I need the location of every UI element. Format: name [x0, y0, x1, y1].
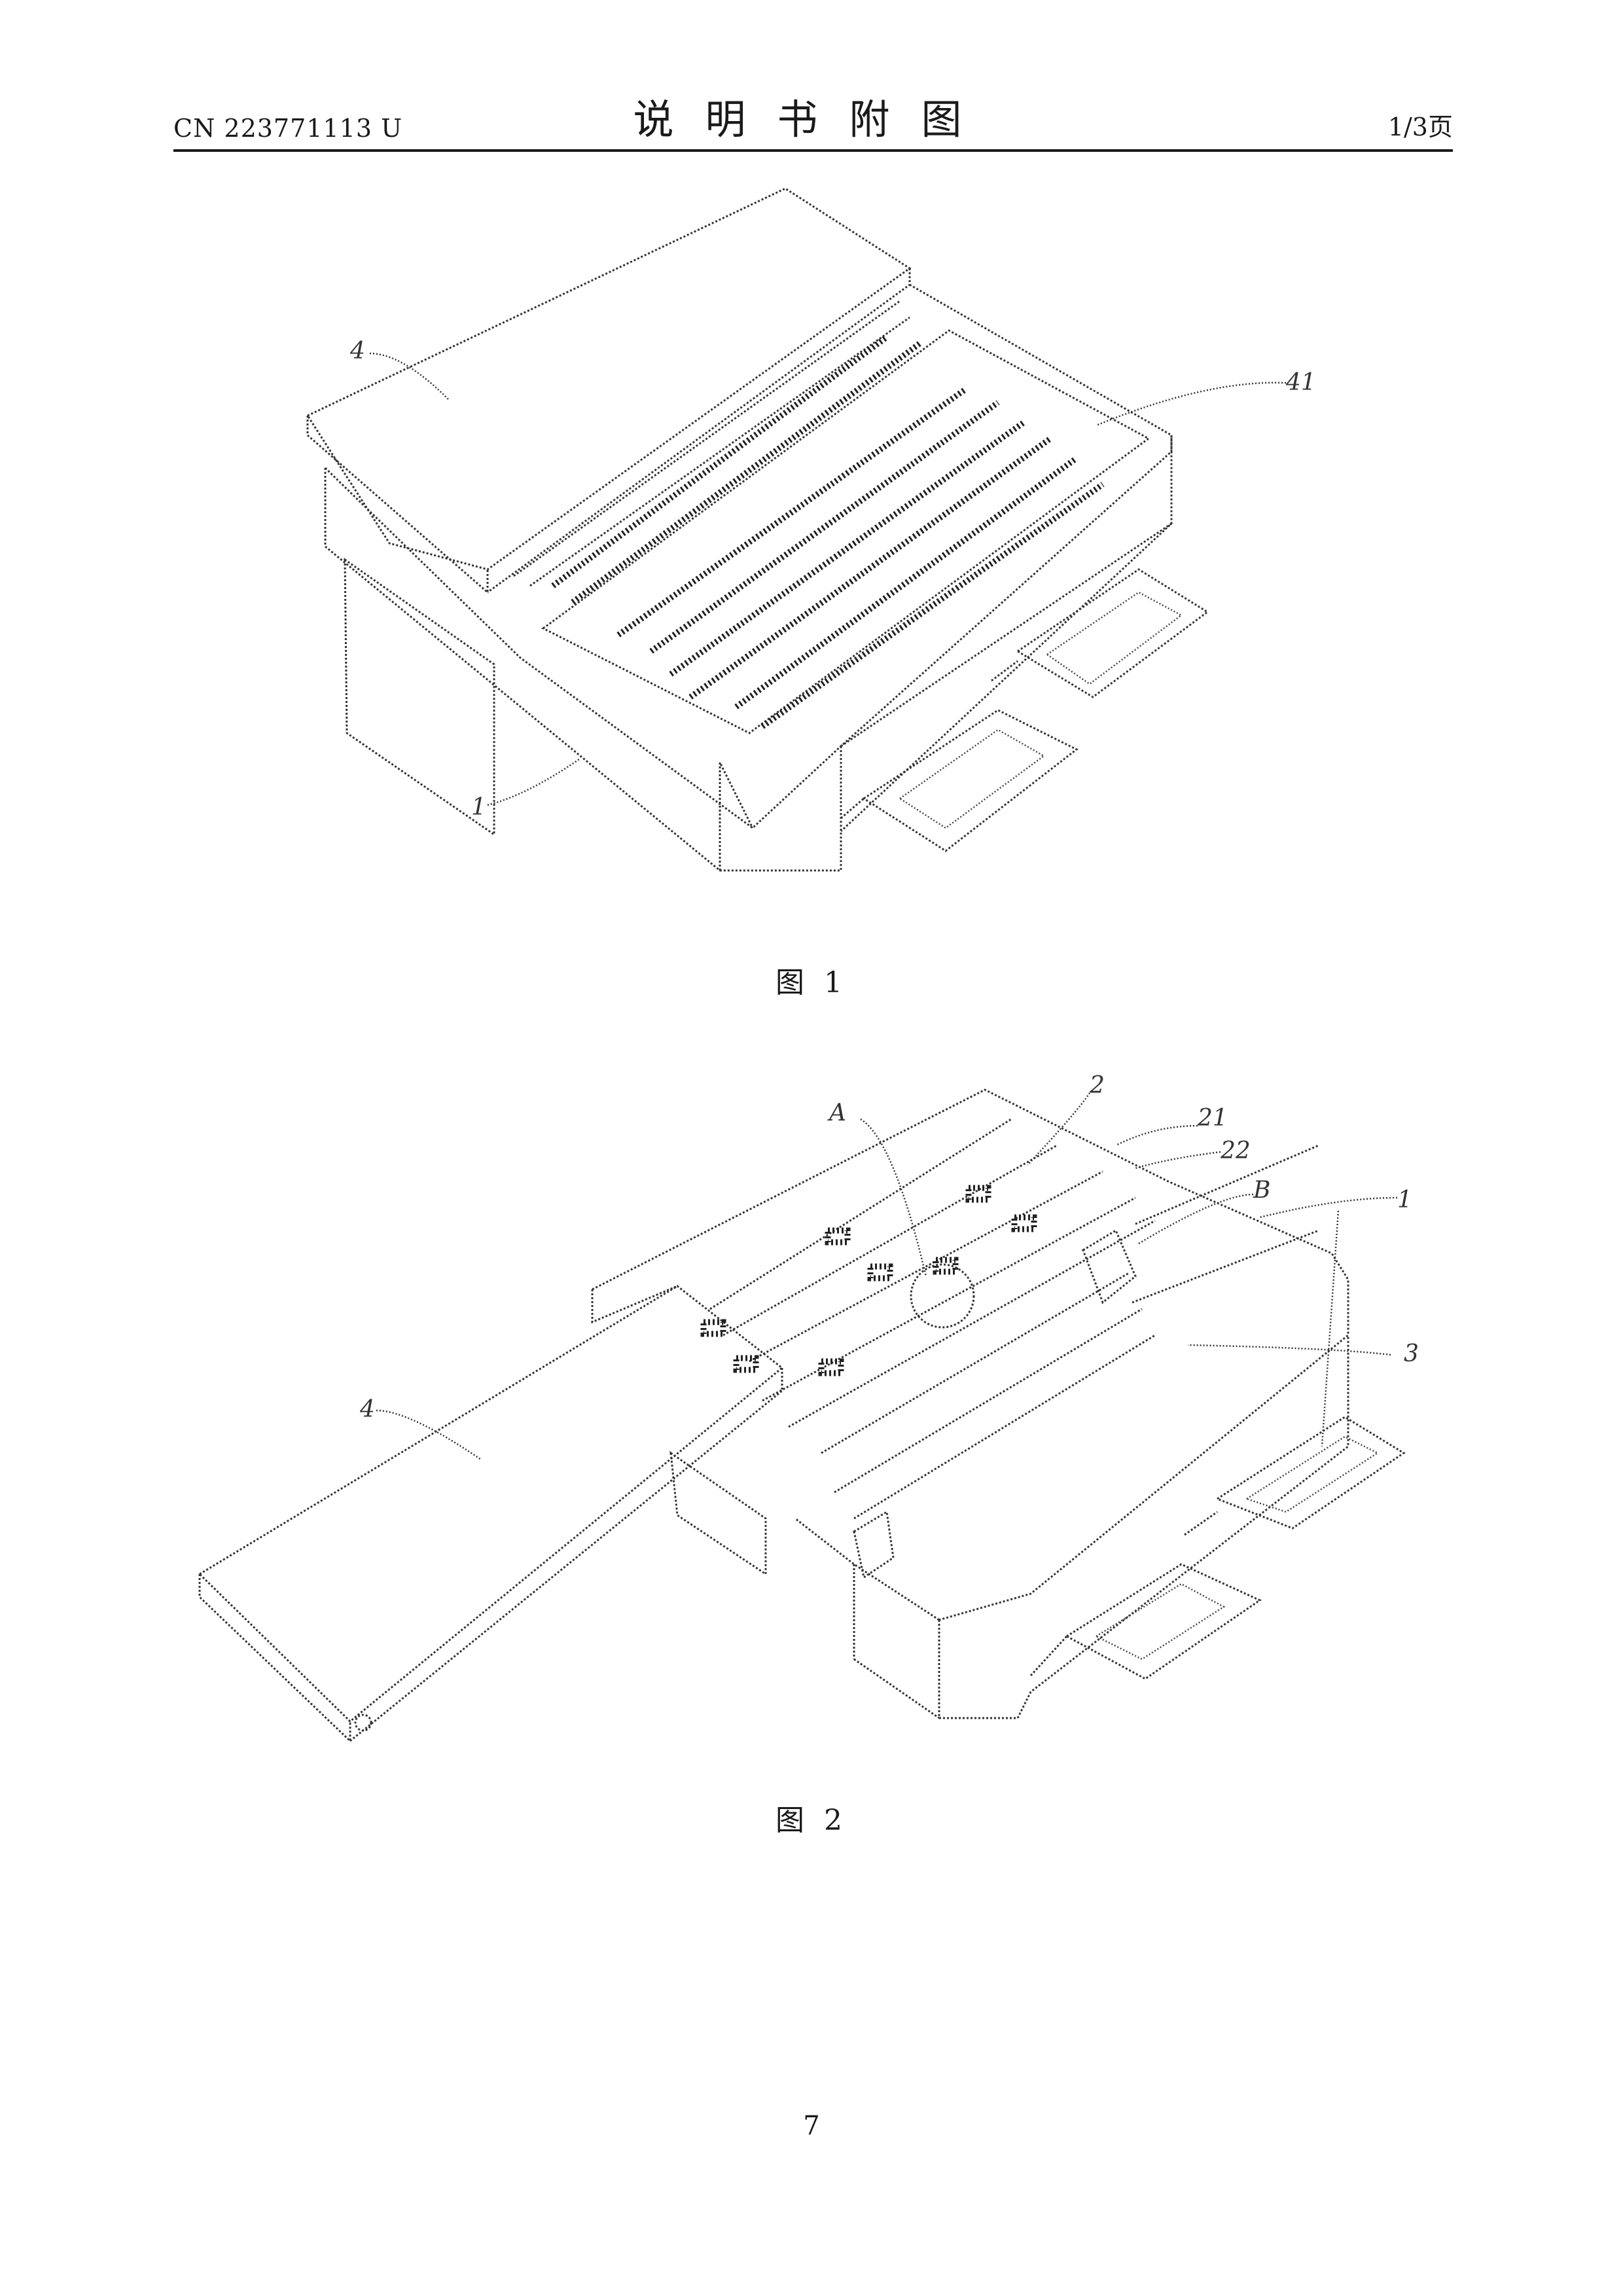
page-number: 7 [0, 2111, 1623, 2141]
section-title: 说明书附图 [173, 86, 1453, 145]
figure-1-caption: 图 1 [0, 959, 1623, 1001]
figure-1-label-41: 41 [1285, 369, 1316, 396]
figure-2-label-B: B [1253, 1177, 1270, 1204]
figure-2-label-21: 21 [1197, 1105, 1228, 1132]
figure-2-label-3: 3 [1404, 1340, 1419, 1367]
figure-2-caption: 图 2 [0, 1797, 1623, 1839]
figure-1-label-4: 4 [349, 338, 365, 365]
figure-2-label-1: 1 [1397, 1187, 1412, 1213]
figure-1-drawing: 4 41 1 [173, 177, 1453, 903]
figure-2-label-22: 22 [1220, 1138, 1251, 1164]
header-rule [173, 149, 1453, 152]
figure-1-label-1: 1 [471, 794, 486, 821]
figure-2-svg: A 2 21 22 B 1 4 3 [173, 1060, 1453, 1780]
page-count: 1/3页 [1388, 107, 1453, 143]
figure-1-svg: 4 41 1 [173, 177, 1453, 903]
figure-2-drawing: A 2 21 22 B 1 4 3 [173, 1060, 1453, 1780]
figure-2-label-A: A [827, 1100, 846, 1126]
figure-2-label-2: 2 [1089, 1072, 1105, 1099]
figure-2-label-4: 4 [359, 1396, 375, 1423]
page-header: CN 223771113 U 说明书附图 1/3页 [173, 98, 1453, 151]
